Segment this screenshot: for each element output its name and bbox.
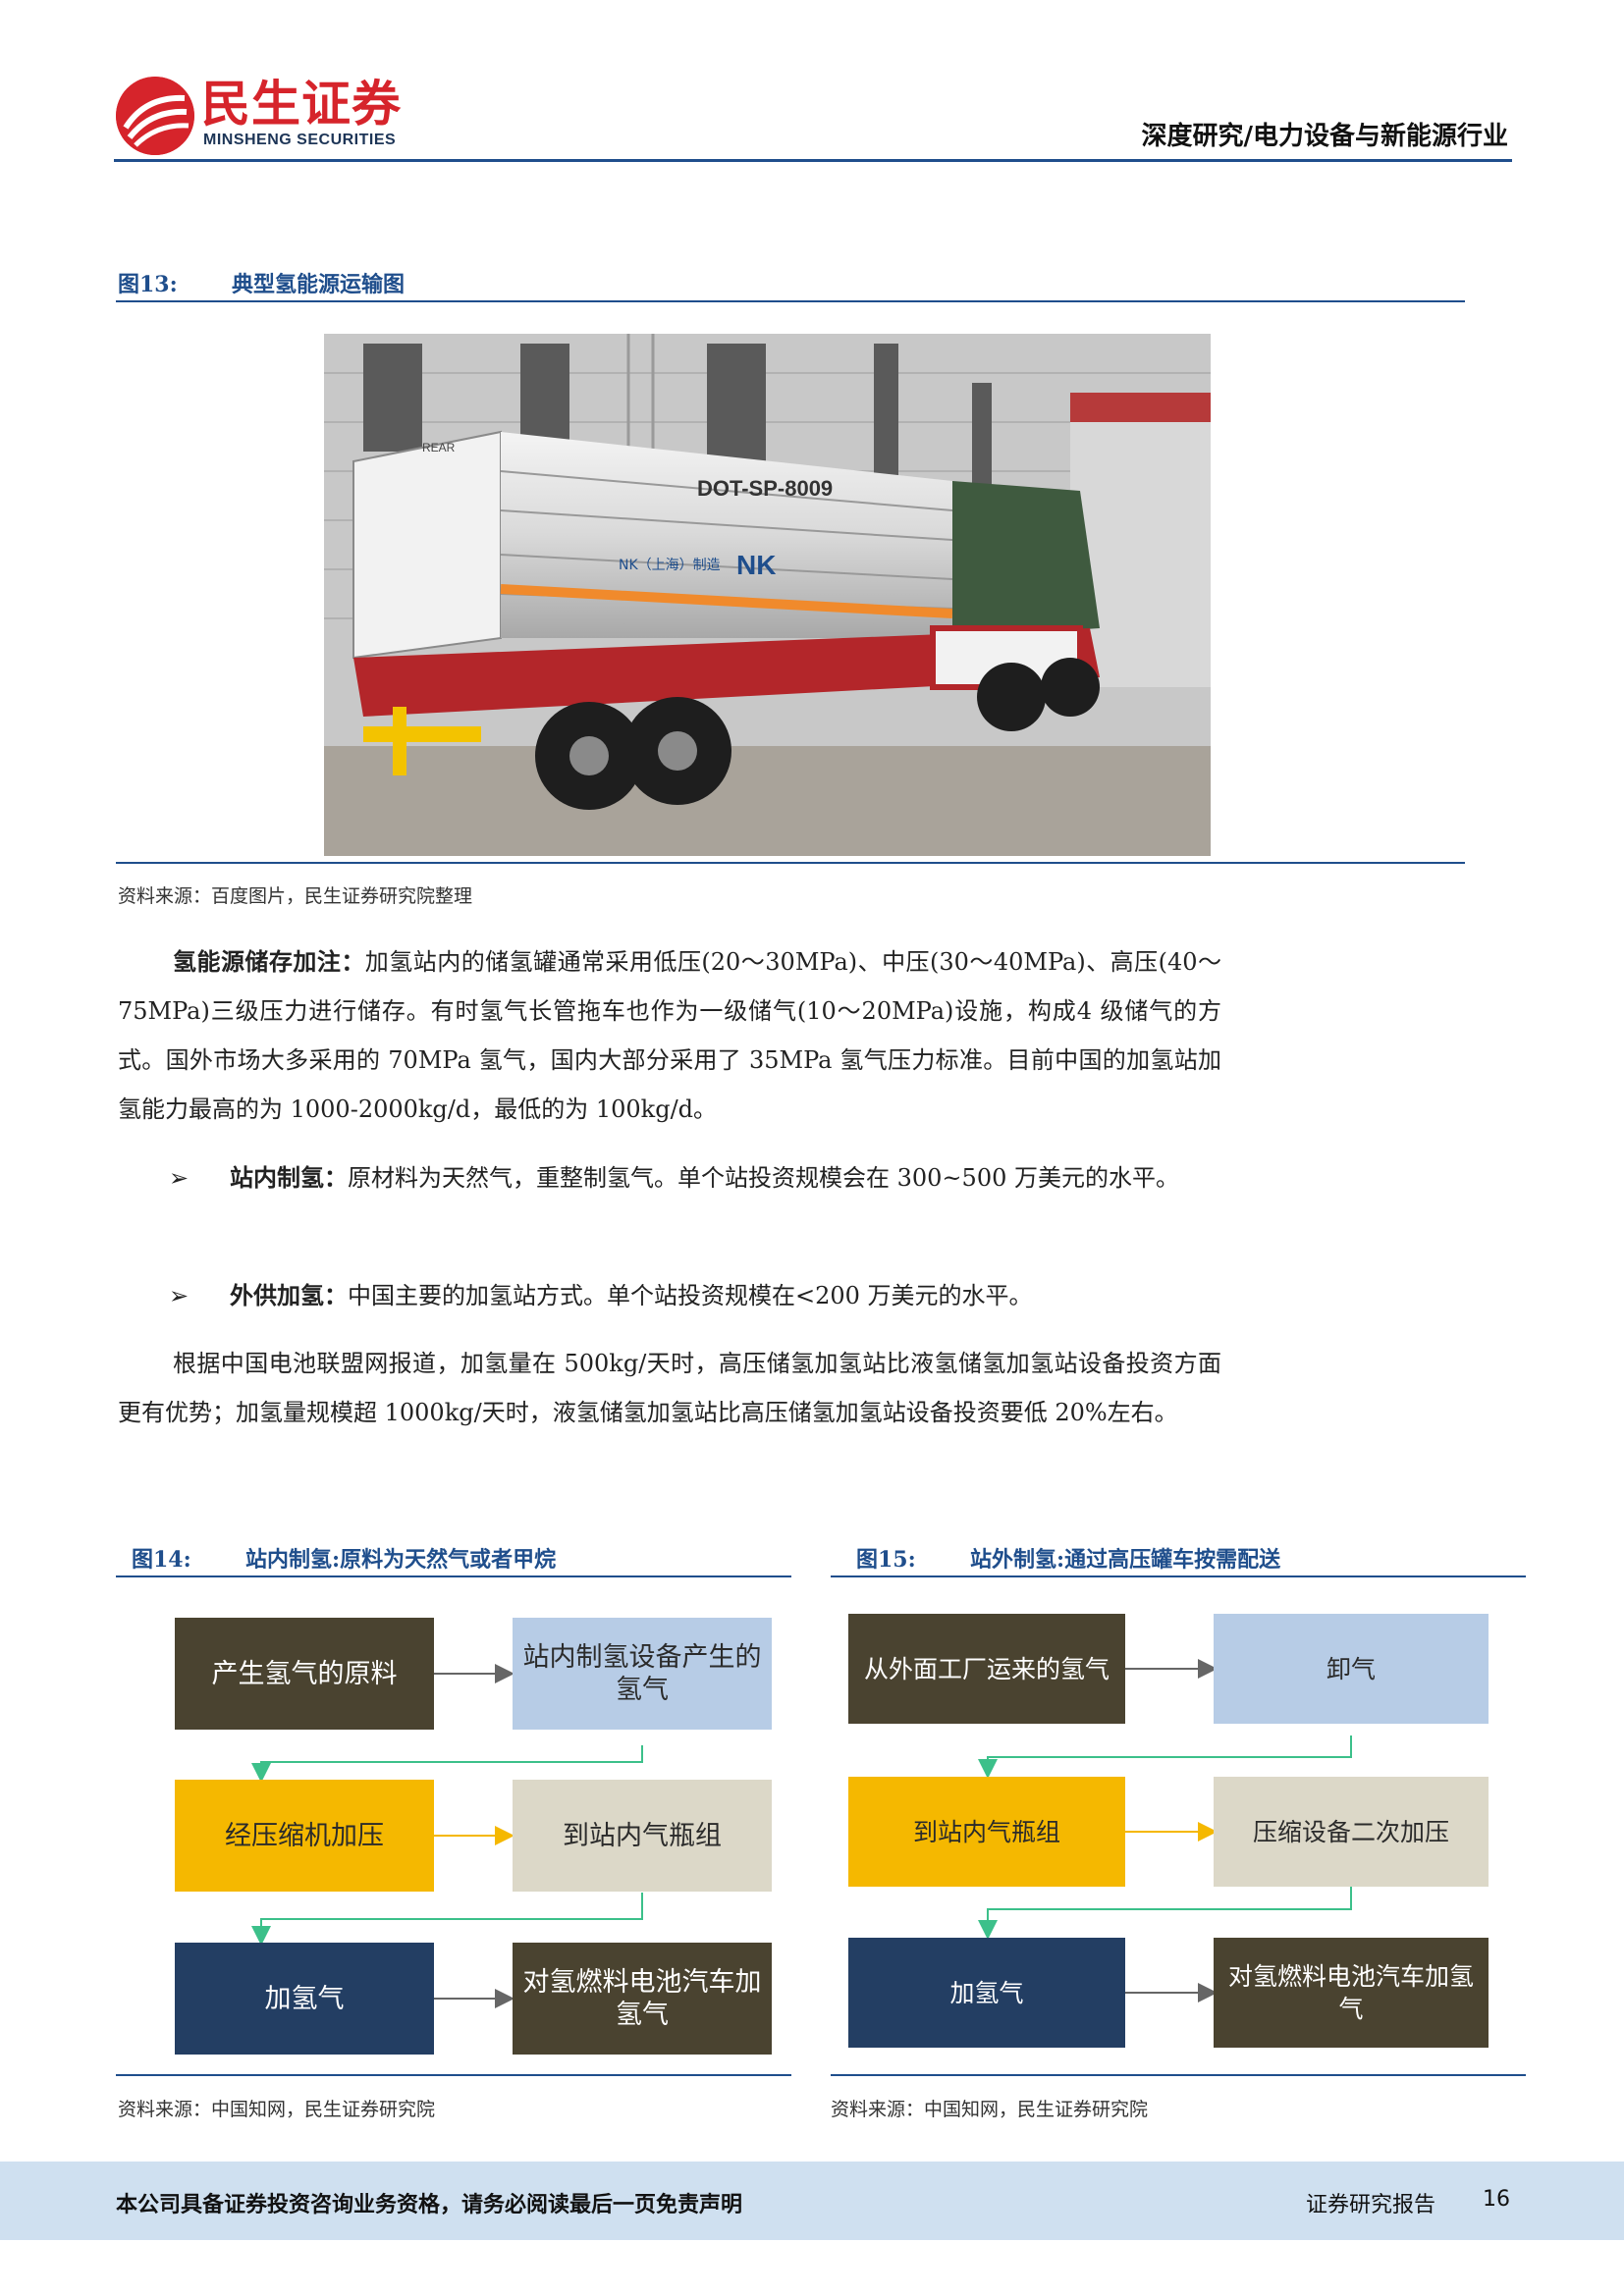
bullet-lead-external: 外供加氢： <box>230 1281 348 1309</box>
flow15-box-secondary-compression: 压缩设备二次加压 <box>1214 1777 1489 1887</box>
brand-name-cn: 民生证券 <box>201 76 402 133</box>
figure14-top-rule <box>116 1575 791 1577</box>
figure14-source: 资料来源：中国知网，民生证券研究院 <box>118 2099 436 2120</box>
flow14-box-compressor: 经压缩机加压 <box>175 1780 434 1892</box>
brand-name-en: MINSHENG SECURITIES <box>203 132 397 148</box>
arrow-down-green <box>978 1735 1352 1779</box>
tank-brand-label: NK（上海）制造 <box>619 558 721 573</box>
brand-logo-icon <box>116 77 194 155</box>
bullet-arrow-icon: ➢ <box>169 1282 189 1309</box>
flow14-box-dispense: 加氢气 <box>175 1943 434 2055</box>
figure14-arrows <box>251 1664 643 2008</box>
footer-disclaimer: 本公司具备证券投资咨询业务资格，请务必阅读最后一页免责声明 <box>116 2193 743 2217</box>
figure15-title: 站外制氢:通过高压罐车按需配送 <box>970 1547 1281 1573</box>
flow14-box-cylinder-bank: 到站内气瓶组 <box>513 1780 772 1892</box>
flow15-box-fcv-fueling: 对氢燃料电池汽车加氢气 <box>1214 1938 1489 2048</box>
figure14-number: 图14: <box>132 1547 191 1573</box>
bullet-external-text: 中国主要的加氢站方式。单个站投资规模在<200 万美元的水平。 <box>348 1282 1033 1309</box>
flow15-box-cylinder-bank: 到站内气瓶组 <box>848 1777 1125 1887</box>
bullet-onsite-text: 原材料为天然气，重整制氢气。单个站投资规模会在 300~500 万美元的水平。 <box>348 1164 1179 1192</box>
arrow-down-green <box>251 1745 643 1783</box>
paragraph-storage-text: 加氢站内的储氢罐通常采用低压(20～30MPa)、中压(30～40MPa)、高压… <box>118 948 1222 1123</box>
header-divider <box>114 159 1512 162</box>
figure15-arrows <box>978 1659 1352 2002</box>
arrow-down-green <box>251 1893 643 1946</box>
arrow-down-green <box>978 1887 1352 1940</box>
figure13-title: 典型氢能源运输图 <box>232 272 406 297</box>
figure13-number: 图13: <box>118 272 178 297</box>
figure14-bottom-rule <box>116 2074 791 2076</box>
rear-label: REAR <box>422 441 456 454</box>
footer-report-type: 证券研究报告 <box>1306 2193 1436 2217</box>
figure13-source: 资料来源：百度图片，民生证券研究院整理 <box>118 885 473 907</box>
flow14-box-fcv-fueling: 对氢燃料电池汽车加氢气 <box>513 1943 772 2055</box>
figure14-title: 站内制氢:原料为天然气或者甲烷 <box>245 1547 557 1573</box>
bullet-arrow-icon: ➢ <box>169 1164 189 1192</box>
footer-bar <box>0 2162 1624 2240</box>
flow14-box-raw-material: 产生氢气的原料 <box>175 1618 434 1730</box>
flow14-box-onsite-hydrogen: 站内制氢设备产生的氢气 <box>513 1618 772 1730</box>
bullet-lead-onsite: 站内制氢： <box>230 1163 348 1192</box>
figure15-bottom-rule <box>831 2074 1526 2076</box>
header-section-title: 深度研究/电力设备与新能源行业 <box>1141 122 1509 151</box>
figure15-number: 图15: <box>856 1547 916 1573</box>
figure13-top-rule <box>116 300 1465 302</box>
paragraph-storage-refueling: 氢能源储存加注：加氢站内的储氢罐通常采用低压(20～30MPa)、中压(30～4… <box>118 937 1221 1134</box>
tank-code-label: DOT-SP-8009 <box>697 476 833 501</box>
figure15-top-rule <box>831 1575 1526 1577</box>
figure13-bottom-rule <box>116 862 1465 864</box>
tank-logo-label: NK <box>736 550 776 580</box>
bullet-external-supply: 外供加氢：中国主要的加氢站方式。单个站投资规模在<200 万美元的水平。 <box>230 1271 1221 1320</box>
flow15-box-external-hydrogen: 从外面工厂运来的氢气 <box>848 1614 1125 1724</box>
flow15-box-dispense: 加氢气 <box>848 1938 1125 2048</box>
paragraph-cost-comparison: 根据中国电池联盟网报道，加氢量在 500kg/天时，高压储氢加氢站比液氢储氢加氢… <box>118 1350 1221 1426</box>
hydrogen-tube-trailer-photo: DOT-SP-8009 NK（上海）制造 NK REAR <box>324 334 1211 856</box>
bullet-onsite-production: 站内制氢：原材料为天然气，重整制氢气。单个站投资规模会在 300~500 万美元… <box>230 1153 1221 1202</box>
paragraph-lead-storage: 氢能源储存加注： <box>173 947 365 976</box>
flow15-box-unloading: 卸气 <box>1214 1614 1489 1724</box>
footer-page-number: 16 <box>1483 2187 1510 2212</box>
figure15-source: 资料来源：中国知网，民生证券研究院 <box>831 2099 1149 2120</box>
